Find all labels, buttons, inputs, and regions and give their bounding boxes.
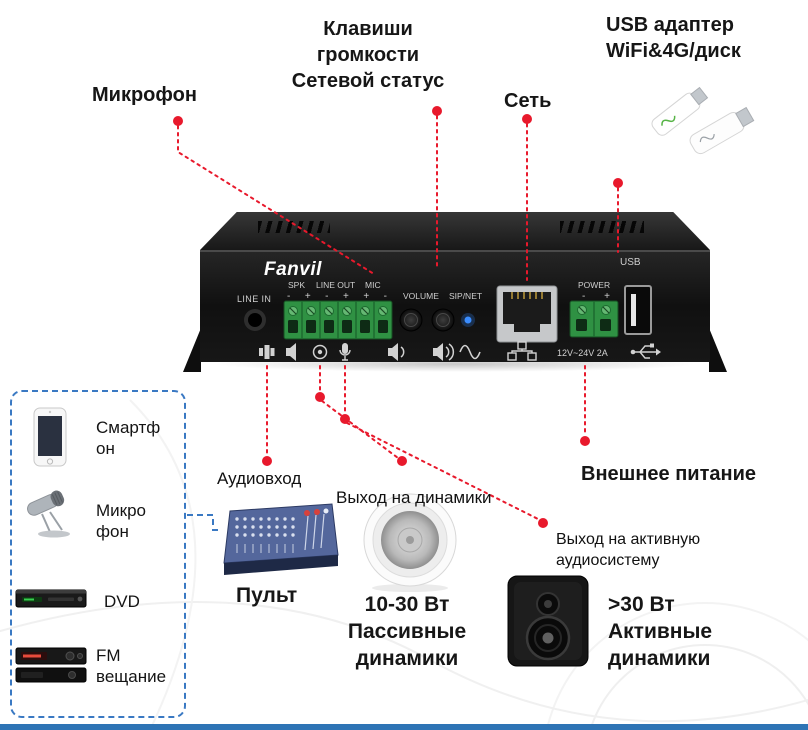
- terminal-block-power: [569, 300, 619, 338]
- lan-icon: [507, 341, 537, 361]
- line-in-jack: [244, 309, 266, 331]
- volume-label: VOLUME: [403, 291, 439, 301]
- spk-label: SPK: [288, 280, 305, 290]
- smartphone-icon: [33, 407, 67, 467]
- line-in-label: LINE IN: [237, 294, 271, 304]
- line-out-label: LINE OUT: [316, 280, 355, 290]
- sip-net-led: [461, 313, 475, 327]
- label-mixer: Пульт: [236, 584, 298, 607]
- label-passive-speakers: 10-30 Вт Пассивные динамики: [347, 593, 467, 670]
- label-audio-input: Аудиовход: [217, 469, 302, 488]
- audio-sources-panel: [10, 390, 186, 718]
- callout-network: Сеть: [504, 90, 552, 112]
- studio-microphone-icon: [27, 490, 70, 538]
- label-speaker-output: Выход на динамики: [336, 488, 492, 507]
- mic-label: MIC: [365, 280, 381, 290]
- usb-dongles-image: [651, 86, 755, 155]
- callout-volume-network: Клавиши громкости Сетевой статус: [291, 18, 445, 92]
- record-icon: [312, 344, 328, 360]
- power-label: POWER: [578, 280, 610, 290]
- source-label-microphone: Микро фон: [96, 501, 147, 541]
- speaker-icon-2: [433, 343, 455, 361]
- device-top-face: [200, 212, 710, 250]
- usb-dongle-2: [689, 106, 755, 155]
- speaker-icon-1: [388, 343, 405, 361]
- source-label-fm: FM вещание: [96, 646, 167, 686]
- vent-slots-left: [258, 221, 330, 233]
- wave-icon: [459, 344, 481, 360]
- source-label-dvd: DVD: [104, 592, 140, 611]
- volume-down-button: [399, 308, 423, 332]
- bottom-accent-bar: [0, 724, 808, 730]
- power-rating-label: 12V~24V 2A: [557, 348, 608, 358]
- bottom-icon-row: 12V~24V 2A: [259, 341, 661, 361]
- usb-trident-icon: [630, 343, 661, 359]
- callout-microphone: Микрофон: [92, 84, 197, 106]
- power-polarity-marks: - +: [582, 291, 610, 302]
- volume-up-button: [431, 308, 455, 332]
- active-speaker-image: [507, 575, 589, 667]
- label-active-speakers: >30 Вт Активные динамики: [608, 593, 713, 670]
- usb-dongle-1: [651, 86, 709, 136]
- ethernet-port: [496, 285, 558, 343]
- aux-in-icon: [259, 345, 275, 359]
- io-polarity-marks: - + - + + -: [287, 291, 387, 302]
- speaker-icon-small: [286, 343, 296, 361]
- fm-radio-icon: [15, 647, 87, 683]
- vent-slots-right: [560, 221, 644, 233]
- mic-icon: [339, 343, 351, 361]
- mixer-console-image: [223, 503, 339, 575]
- label-external-power: Внешнее питание: [581, 463, 756, 485]
- device-brand-logo: Fanvil: [264, 259, 322, 280]
- sip-net-label: SIP/NET: [449, 291, 482, 301]
- usb-port-label: USB: [620, 257, 641, 268]
- device-front-panel: Fanvil USB LINE IN SPK LINE OUT MIC - + …: [200, 250, 710, 362]
- callout-usb-adapter: USB адаптер WiFi&4G/диск: [606, 14, 741, 62]
- usb-port: [624, 285, 652, 335]
- dvd-player-icon: [15, 589, 87, 608]
- terminal-block-6pin: [283, 300, 393, 340]
- label-active-output: Выход на активную аудиосистему: [556, 531, 701, 569]
- source-label-smartphone: Смартф он: [96, 418, 161, 458]
